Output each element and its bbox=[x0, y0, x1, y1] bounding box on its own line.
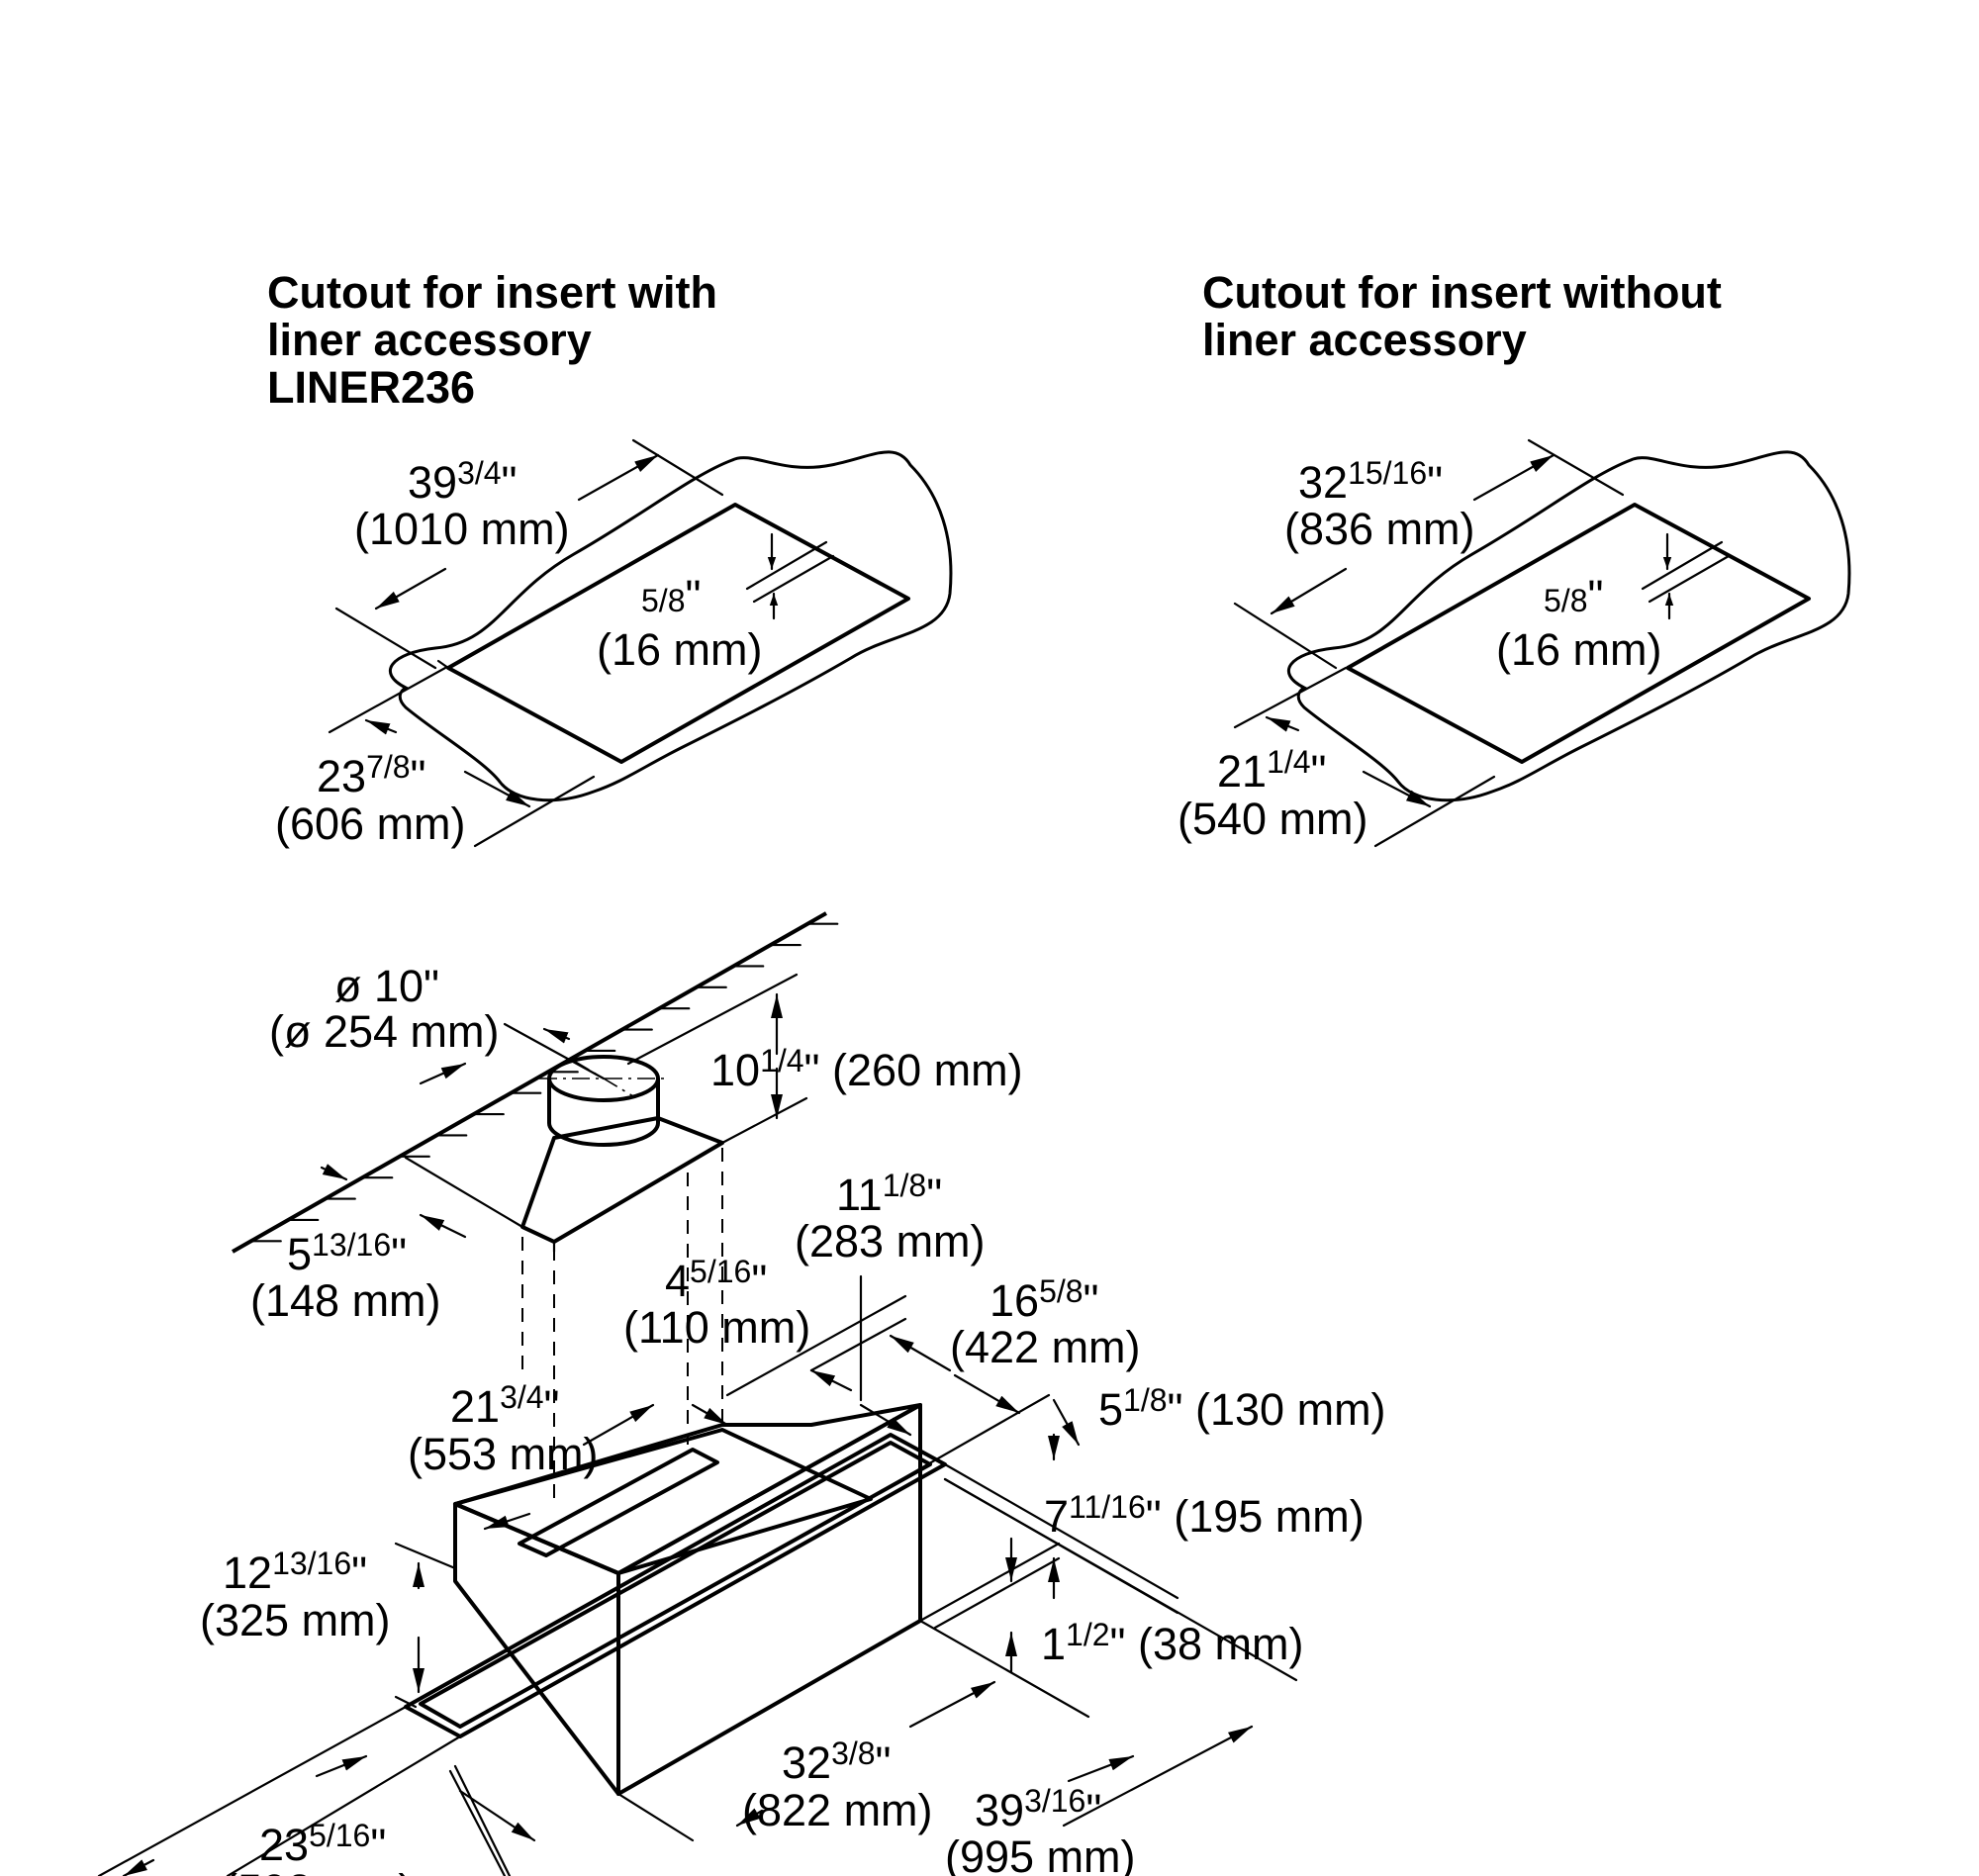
dim-cutout-with-liner-length-metric: (1010 mm) bbox=[354, 504, 570, 554]
dim-duct-offset-side-metric: (148 mm) bbox=[250, 1275, 441, 1326]
dim-top-width-metric: (422 mm) bbox=[950, 1322, 1141, 1372]
heading-without-liner-line-1: Cutout for insert without bbox=[1202, 267, 1722, 318]
heading-with-liner: Cutout for insert with liner accessory L… bbox=[267, 269, 717, 412]
dim-cutout-with-liner-length: 393/4" bbox=[408, 455, 518, 508]
dim-cutout-with-liner-lip-metric: (16 mm) bbox=[597, 624, 763, 675]
dim-cutout-without-liner-length: 3215/16" bbox=[1298, 455, 1443, 508]
heading-without-liner: Cutout for insert without liner accessor… bbox=[1202, 269, 1722, 364]
dim-duct-diameter-metric: (ø 254 mm) bbox=[269, 1006, 500, 1057]
dim-top-length: 213/4" bbox=[450, 1379, 560, 1432]
dim-cutout-without-liner-depth-metric: (540 mm) bbox=[1178, 794, 1368, 844]
dim-duct-diameter: ø 10" bbox=[334, 961, 439, 1011]
dim-body-length-metric: (822 mm) bbox=[742, 1785, 933, 1835]
insert-flange bbox=[404, 1433, 947, 1738]
dim-back-offset-metric: (283 mm) bbox=[795, 1216, 986, 1266]
cutout-opening-2 bbox=[1346, 503, 1811, 764]
insert-drawing bbox=[232, 911, 947, 1796]
heading-with-liner-line-2: liner accessory bbox=[267, 315, 592, 365]
ceiling-hatch bbox=[249, 922, 839, 1243]
dim-side-height: 711/16" (195 mm) bbox=[1044, 1489, 1365, 1542]
dimension-labels: 393/4" (1010 mm) 5/8" (16 mm) 237/8" (60… bbox=[200, 455, 1662, 1876]
dim-cutout-with-liner-lip: 5/8" bbox=[641, 571, 701, 621]
dim-total-height: 1213/16" bbox=[223, 1546, 367, 1598]
dim-step-height: 51/8" (130 mm) bbox=[1098, 1382, 1386, 1435]
dim-back-offset: 111/8" bbox=[836, 1168, 942, 1220]
insert-body-front bbox=[453, 1502, 620, 1796]
heading-without-liner-line-2: liner accessory bbox=[1202, 315, 1527, 365]
heading-with-liner-line-1: Cutout for insert with bbox=[267, 267, 717, 318]
dim-body-length: 323/8" bbox=[782, 1735, 892, 1788]
dim-duct-offset-side: 513/16" bbox=[287, 1227, 407, 1279]
dim-duct-height: 101/4" (260 mm) bbox=[710, 1043, 1023, 1095]
dim-cutout-without-liner-depth: 211/4" bbox=[1217, 744, 1327, 797]
dim-flange-depth-metric: (592 mm) bbox=[223, 1865, 414, 1876]
dim-top-length-metric: (553 mm) bbox=[408, 1429, 599, 1479]
transition-piece bbox=[520, 1116, 724, 1244]
insert-body-roof bbox=[453, 1428, 873, 1575]
dim-flange-length: 393/16" bbox=[975, 1783, 1101, 1835]
dim-flange-depth: 235/16" bbox=[259, 1818, 386, 1870]
dim-duct-offset-front-metric: (110 mm) bbox=[623, 1302, 810, 1353]
dim-top-width: 165/8" bbox=[990, 1273, 1099, 1326]
heading-with-liner-line-3: LINER236 bbox=[267, 362, 476, 413]
dim-cutout-without-liner-length-metric: (836 mm) bbox=[1284, 504, 1475, 554]
dim-cutout-without-liner-lip: 5/8" bbox=[1544, 571, 1603, 621]
dimension-lines bbox=[97, 438, 1731, 1876]
dim-flange-length-metric: (995 mm) bbox=[945, 1831, 1136, 1876]
dim-flange-height: 11/2" (38 mm) bbox=[1041, 1617, 1304, 1669]
dim-cutout-without-liner-lip-metric: (16 mm) bbox=[1496, 624, 1662, 675]
dim-duct-offset-front: 45/16" bbox=[665, 1254, 767, 1306]
insert-duct-slot bbox=[518, 1448, 719, 1557]
duct-collar-side bbox=[547, 1079, 660, 1147]
dim-cutout-with-liner-depth-metric: (606 mm) bbox=[275, 798, 466, 849]
cutout-opening bbox=[446, 503, 910, 764]
ceiling-line bbox=[232, 911, 827, 1254]
dim-total-height-metric: (325 mm) bbox=[200, 1595, 391, 1645]
dim-cutout-with-liner-depth: 237/8" bbox=[317, 749, 426, 801]
